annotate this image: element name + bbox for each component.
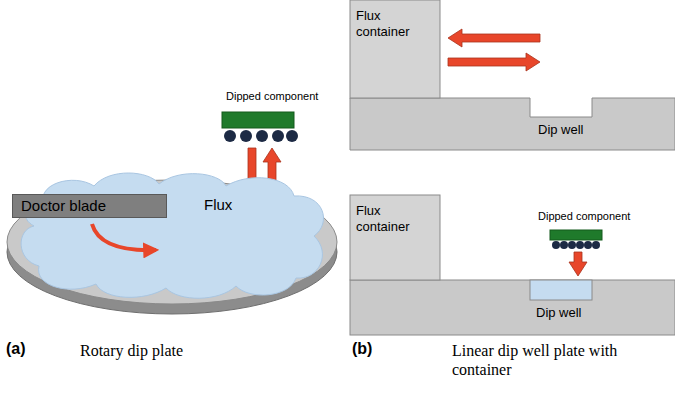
dip-well-label: Dip well xyxy=(536,305,582,320)
motion-arrow xyxy=(569,252,587,276)
node-text: Flux container xyxy=(356,203,434,235)
panel-caption: Rotary dip plate xyxy=(80,341,183,360)
doctor-blade: Doctor blade xyxy=(12,194,167,218)
motion-arrow xyxy=(448,29,540,47)
node-text: Doctor blade xyxy=(21,197,106,215)
panel-caption: Linear dip well plate with container xyxy=(452,341,642,379)
panel-letter: (a) xyxy=(6,340,26,358)
motion-arrow xyxy=(448,53,540,71)
dipped-component xyxy=(222,112,298,142)
dipped-component xyxy=(550,230,602,249)
flux-container: Flux container xyxy=(350,195,440,280)
panel-letter: (b) xyxy=(352,340,372,358)
rotation-arrow xyxy=(92,224,156,250)
container-shape xyxy=(350,195,440,280)
dip-well-plate xyxy=(350,195,675,335)
flux-cloud: Flux xyxy=(14,168,332,302)
dip-well-plate xyxy=(350,0,675,150)
container-shape xyxy=(350,0,440,98)
node-text: Flux xyxy=(204,196,232,214)
component-label: Dipped component xyxy=(226,90,318,102)
flux-container: Flux container xyxy=(350,0,440,98)
flux-cloud-shape xyxy=(14,168,332,302)
component-label: Dipped component xyxy=(538,210,630,222)
node-text: Flux container xyxy=(356,8,434,40)
dip-well-label: Dip well xyxy=(538,122,584,137)
